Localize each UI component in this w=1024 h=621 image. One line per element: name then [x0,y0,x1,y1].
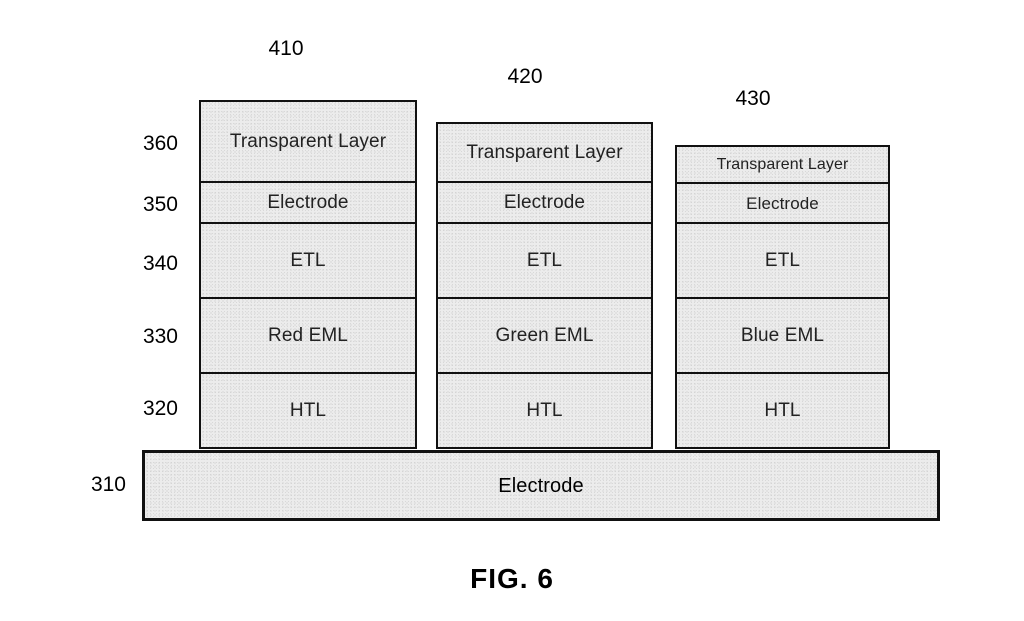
ref-label-420: 420 [507,65,543,88]
ref-label-350: 350 [142,193,178,216]
layer-transparent-layer-420: Transparent Layer [436,122,653,183]
layer-htl-430: HTL [675,372,890,449]
layer-transparent-layer-410: Transparent Layer [199,100,417,183]
pixel-stack-430: Transparent Layer Electrode ETL Blue EML… [675,145,890,449]
layer-electrode-410: Electrode [199,180,417,225]
layer-label: HTL [526,400,563,421]
layer-htl-410: HTL [199,372,417,449]
layer-electrode-420: Electrode [436,180,653,225]
layer-label: Electrode [746,193,819,213]
layer-label: HTL [764,400,801,421]
layer-electrode-430: Electrode [675,181,890,225]
layer-label: Transparent Layer [716,155,849,173]
ref-label-410: 410 [268,37,304,60]
pixel-stack-410: Transparent Layer Electrode ETL Red EML … [199,100,417,449]
layer-transparent-layer-430: Transparent Layer [675,145,890,184]
ref-label-310: 310 [90,473,126,496]
figure-caption: FIG. 6 [470,563,554,594]
ref-label-320: 320 [142,397,178,420]
layer-label: Transparent Layer [229,131,387,152]
layer-label: ETL [290,250,326,271]
layer-label: Green EML [495,325,594,346]
layer-etl-410: ETL [199,222,417,299]
pixel-stack-420: Transparent Layer Electrode ETL Green EM… [436,122,653,449]
layer-label: HTL [289,400,327,421]
ref-label-360: 360 [142,132,178,155]
layer-etl-420: ETL [436,222,653,299]
layer-label: ETL [526,250,563,271]
layer-label: Electrode [503,192,586,213]
layer-label: Transparent Layer [466,142,623,163]
bottom-electrode-label: Electrode [498,474,584,497]
layer-label: ETL [764,250,801,271]
layer-etl-430: ETL [675,222,890,299]
layer-eml-430: Blue EML [675,296,890,375]
layer-label: Red EML [268,325,348,346]
layer-htl-420: HTL [436,372,653,449]
layer-label: Electrode [267,192,349,213]
ref-label-430: 430 [735,87,771,110]
layer-eml-420: Green EML [436,296,653,375]
layer-label: Blue EML [740,325,825,346]
ref-label-330: 330 [142,325,178,348]
ref-label-340: 340 [142,252,178,275]
layer-eml-410: Red EML [199,296,417,375]
bottom-electrode-310: Electrode [142,450,940,521]
